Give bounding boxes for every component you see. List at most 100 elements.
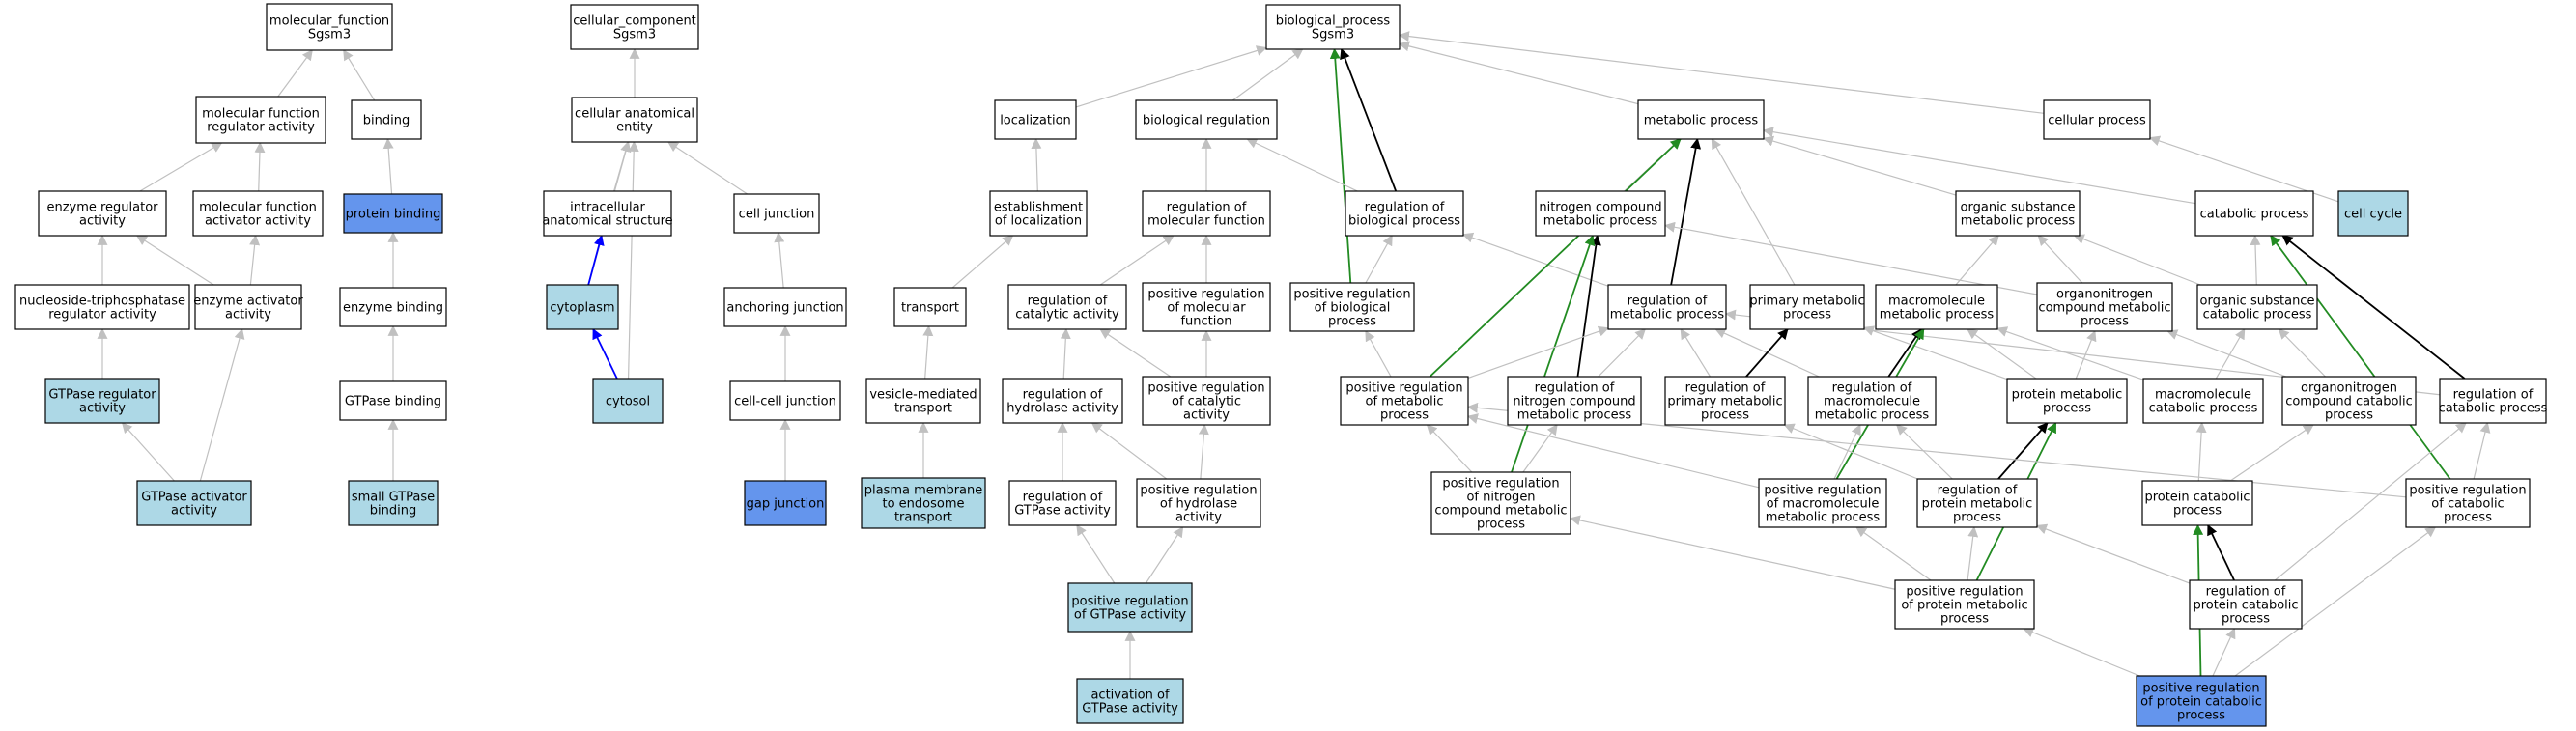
edge-prncmp-to-ncmp	[1511, 234, 1596, 473]
node-label-line: to endosome	[882, 497, 964, 512]
go-term-node-pb[interactable]: protein binding	[343, 193, 443, 234]
go-term-node-loc[interactable]: localization	[994, 99, 1077, 140]
edge-pmp-to-metp	[1711, 138, 1796, 286]
go-term-node-gj[interactable]: gap junction	[744, 480, 827, 526]
go-term-node-transport[interactable]: transport	[893, 287, 967, 327]
node-label-line: process	[1328, 315, 1376, 329]
edge-rpmp-to-rmetp	[1680, 328, 1712, 378]
node-box	[44, 378, 160, 424]
node-label-line: biological regulation	[1143, 114, 1270, 128]
go-term-node-cj[interactable]: cell junction	[733, 193, 820, 234]
node-label-line: protein metabolic	[2012, 388, 2123, 403]
node-label-line: of catabolic	[2431, 497, 2504, 512]
go-term-node-catp[interactable]: catabolic process	[2194, 190, 2314, 237]
node-label-line: catabolic process	[2439, 402, 2548, 416]
node-label-line: cytoplasm	[550, 301, 614, 316]
edge-prha-to-rha	[1090, 422, 1168, 480]
node-label-line: protein binding	[346, 208, 441, 222]
node-label-line: regulator activity	[48, 308, 156, 323]
go-term-node-cc2[interactable]: cell cycle	[2337, 190, 2409, 237]
edge-oscp-to-osmp	[2073, 234, 2201, 286]
node-box	[1607, 284, 1727, 330]
node-label-line: compound metabolic	[1434, 504, 1567, 519]
edge-prgtpa-to-prha	[1145, 526, 1184, 584]
go-term-node-gtpb[interactable]: GTPase binding	[339, 380, 447, 421]
node-label-line: cellular anatomical	[575, 107, 694, 122]
node-box	[989, 190, 1088, 237]
node-box	[2439, 378, 2547, 424]
go-term-node-cyto[interactable]: cytoplasm	[546, 284, 619, 330]
go-term-node-aj[interactable]: anchoring junction	[723, 287, 847, 327]
node-label-line: nitrogen compound	[1539, 201, 1661, 215]
node-box	[1142, 376, 1271, 426]
go-term-node-cytosol[interactable]: cytosol	[592, 378, 664, 424]
go-term-node-cellp[interactable]: cellular process	[2043, 99, 2151, 140]
edge-rprotcp-to-rprotmp	[2035, 523, 2191, 584]
edge-breg-to-bp	[1231, 48, 1304, 101]
node-box	[2194, 190, 2314, 237]
node-box	[2189, 579, 2303, 630]
go-term-node-ccj[interactable]: cell-cell junction	[729, 380, 841, 421]
node-label-line: transport	[894, 402, 952, 416]
node-label-line: localization	[1000, 114, 1071, 128]
node-box	[733, 193, 820, 234]
go-term-node-eb[interactable]: enzyme binding	[339, 287, 447, 327]
go-term-node-metp[interactable]: metabolic process	[1637, 99, 1765, 140]
node-label-line: process	[2325, 408, 2373, 423]
node-box	[723, 287, 847, 327]
go-term-node-breg[interactable]: biological regulation	[1135, 99, 1278, 140]
go-term-node-binding[interactable]: binding	[351, 99, 422, 140]
